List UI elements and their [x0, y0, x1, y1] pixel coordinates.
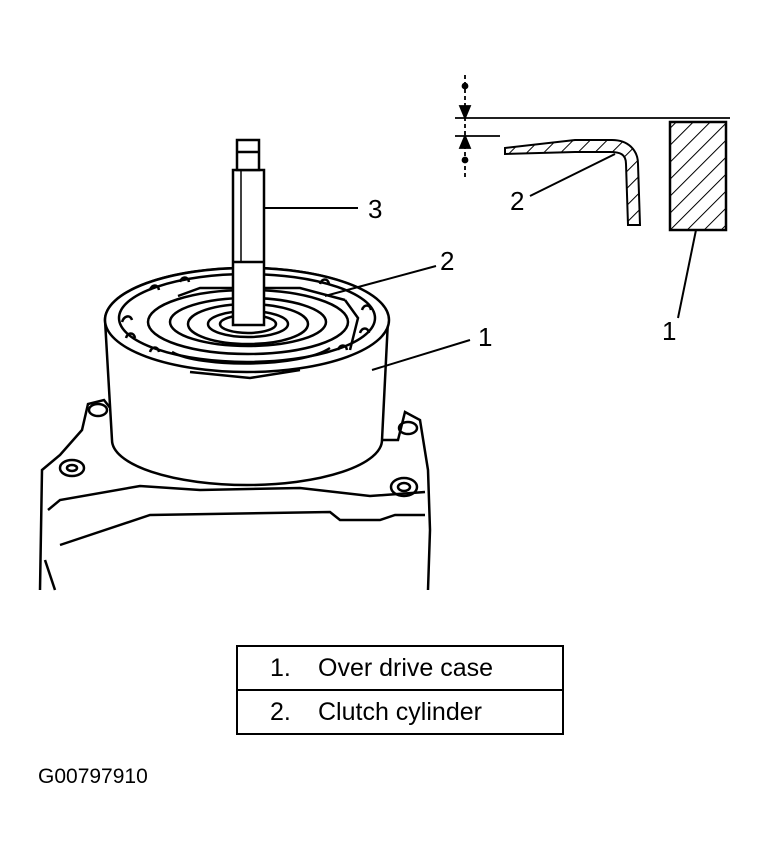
legend-row: 1. Over drive case: [236, 645, 564, 691]
legend-number: 1.: [270, 653, 291, 682]
callout-main-shaft: 3: [368, 194, 382, 224]
legend-cell: 2. Clutch cylinder: [236, 689, 564, 735]
leader-detail-cylinder: [529, 153, 616, 197]
detail-cylinder-section: [504, 139, 642, 226]
parts-legend: 1. Over drive case 2. Clutch cylinder: [236, 645, 564, 735]
leader-main-cylinder: [324, 265, 437, 297]
leader-lines: [264, 153, 697, 371]
clearance-dimension: [455, 75, 730, 180]
shaft: [231, 138, 266, 327]
legend-row: 2. Clutch cylinder: [236, 689, 564, 735]
leader-main-case: [371, 339, 471, 371]
callout-main-case: 1: [478, 322, 492, 352]
clutch-cylinder-diagram: 3 2 1 2 1: [38, 75, 730, 591]
legend-cell: 1. Over drive case: [236, 645, 564, 691]
callout-detail-cylinder: 2: [510, 186, 524, 216]
detail-section-view: [455, 75, 730, 232]
callout-main-cylinder: 2: [440, 246, 454, 276]
detail-case-section: [668, 120, 728, 232]
legend-number: 2.: [270, 697, 291, 726]
legend-text: Clutch cylinder: [318, 697, 482, 726]
figure-id: G00797910: [38, 765, 148, 788]
legend-text: Over drive case: [318, 653, 494, 682]
callout-detail-case: 1: [662, 316, 676, 346]
leader-detail-case: [677, 229, 697, 319]
